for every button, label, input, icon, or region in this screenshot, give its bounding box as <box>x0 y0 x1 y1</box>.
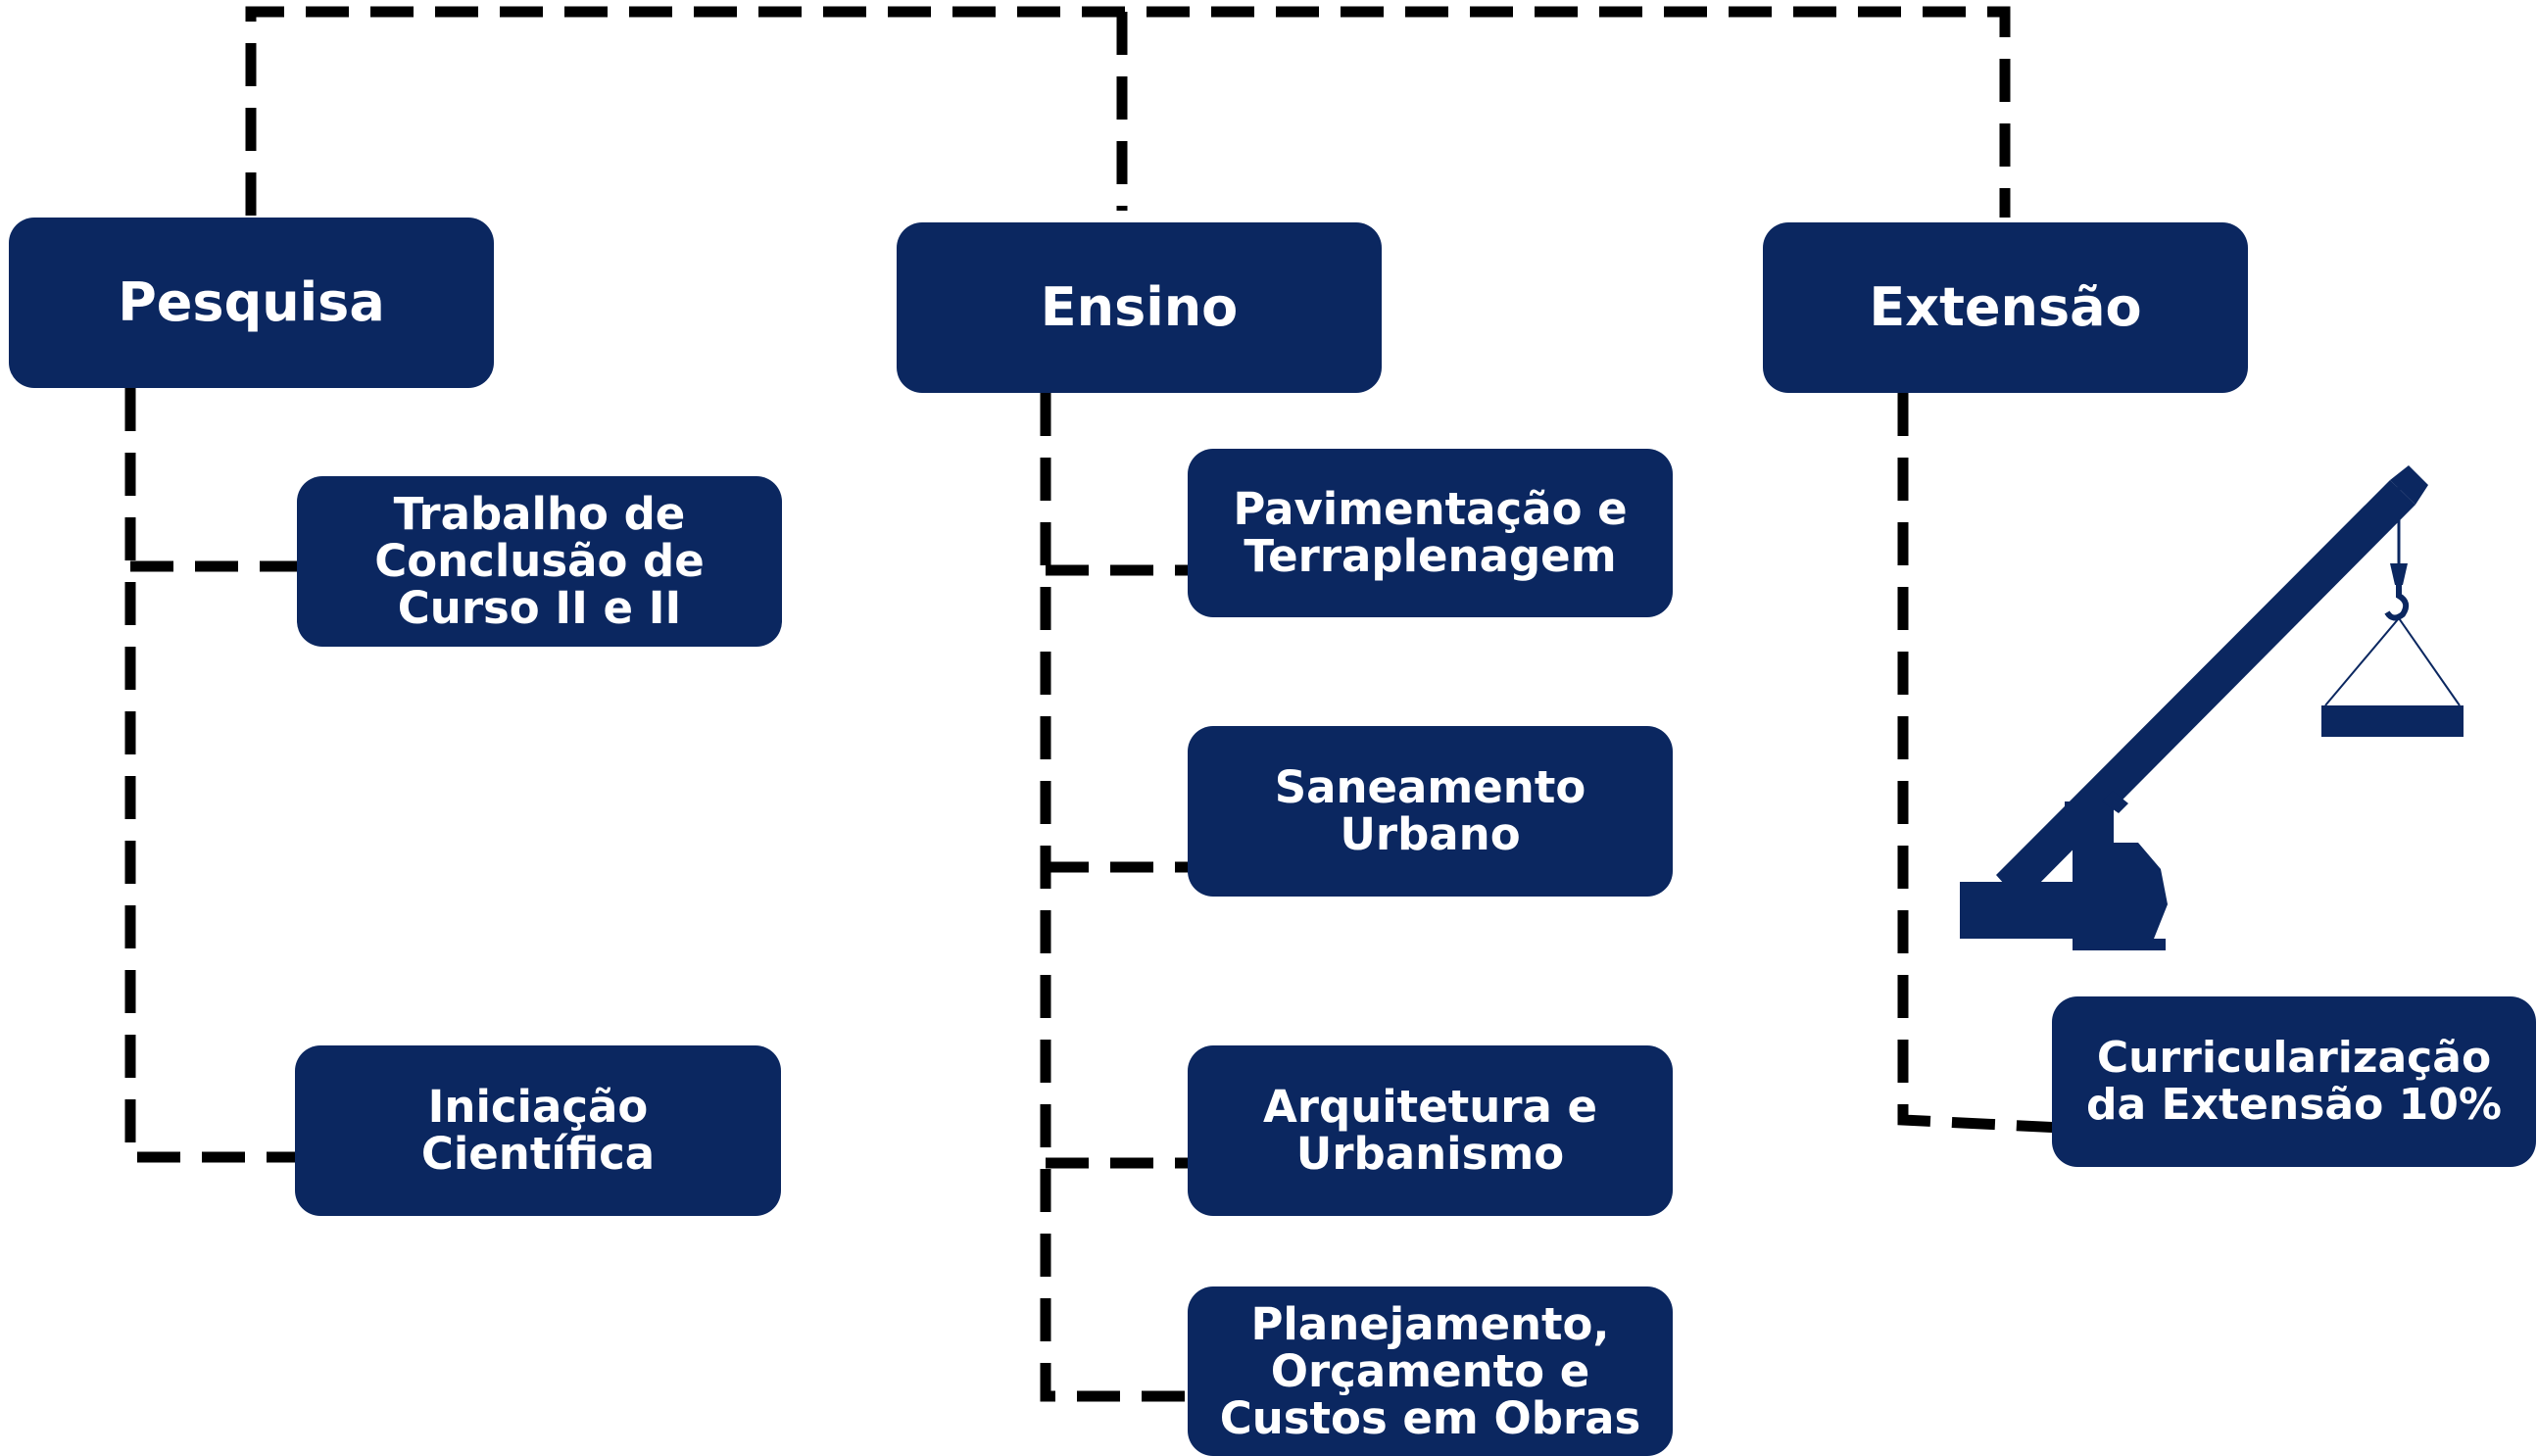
curricularizacao-label: Curricularização da Extensão 10% <box>2086 1033 2502 1130</box>
arquitetura-box[interactable]: Arquitetura e Urbanismo <box>1188 1045 1673 1216</box>
planejamento-label: Planejamento, Orçamento e Custos em Obra… <box>1219 1297 1641 1444</box>
curricularizacao-box[interactable]: Curricularização da Extensão 10% <box>2052 996 2536 1167</box>
pavimentacao-box[interactable]: Pavimentação e Terraplenagem <box>1188 449 1673 617</box>
tcc-label: Trabalho de Conclusão de Curso II e II <box>374 488 705 634</box>
extensao-branch <box>1897 393 2083 1135</box>
arquitetura-label: Arquitetura e Urbanismo <box>1262 1081 1597 1180</box>
ensino-branch-trunk <box>1040 393 1225 1402</box>
ensino-box[interactable]: Ensino <box>897 222 1382 393</box>
extensao-label: Extensão <box>1869 276 2142 338</box>
saneamento-box[interactable]: Saneamento Urbano <box>1188 726 1673 897</box>
top-connector <box>245 6 2011 218</box>
pavimentacao-label: Pavimentação e Terraplenagem <box>1233 483 1628 582</box>
iniciacao-cientifica-label: Iniciação Científica <box>420 1081 656 1180</box>
pesquisa-label: Pesquisa <box>118 271 385 333</box>
iniciacao-cientifica-box[interactable]: Iniciação Científica <box>295 1045 781 1216</box>
extensao-box[interactable]: Extensão <box>1763 222 2248 393</box>
pesquisa-box[interactable]: Pesquisa <box>9 218 494 388</box>
ensino-label: Ensino <box>1040 276 1239 338</box>
crane-icon <box>1960 465 2464 950</box>
saneamento-label: Saneamento Urbano <box>1274 761 1586 860</box>
tcc-box[interactable]: Trabalho de Conclusão de Curso II e II <box>297 476 782 647</box>
pesquisa-branch-trunk <box>124 388 309 1163</box>
planejamento-box[interactable]: Planejamento, Orçamento e Custos em Obra… <box>1188 1286 1673 1456</box>
